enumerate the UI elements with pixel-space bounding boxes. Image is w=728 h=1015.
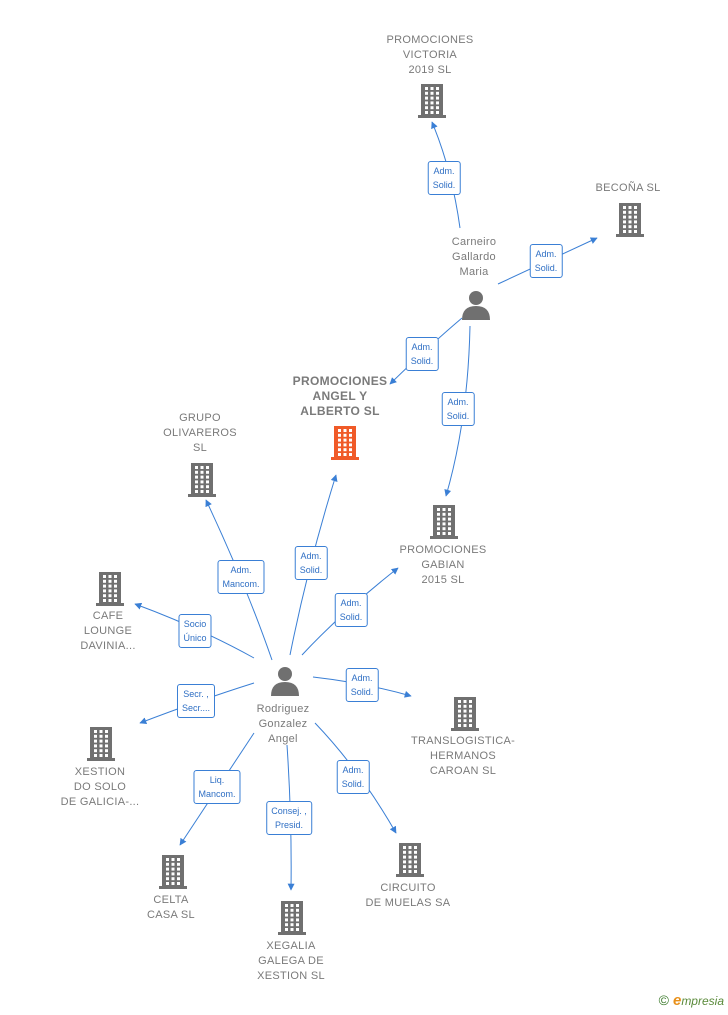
edge-label-rodriguez-to-circuito[interactable]: Adm. Solid.	[336, 760, 370, 794]
edge-label-carneiro-to-promociones_gabian[interactable]: Adm. Solid.	[441, 392, 475, 426]
node-label-becona[interactable]: BECOÑA SL	[595, 182, 661, 194]
node-label-promociones-victoria[interactable]: PROMOCIONES VICTORIA 2019 SL	[386, 34, 474, 76]
promociones-victoria-building-icon[interactable]	[418, 84, 446, 118]
brand-logo-letter: e	[672, 992, 682, 1009]
edge-label-rodriguez-to-xegalia[interactable]: Consej. , Presid.	[266, 801, 312, 835]
promociones-gabian-building-icon[interactable]	[430, 505, 458, 539]
node-label-celta-casa[interactable]: CELTA CASA SL	[147, 894, 195, 921]
edge-label-carneiro-to-promociones_victoria[interactable]: Adm. Solid.	[427, 161, 461, 195]
circuito-building-icon[interactable]	[396, 843, 424, 877]
rodriguez-person-icon[interactable]	[271, 667, 299, 696]
edge-label-rodriguez-to-translogistica[interactable]: Adm. Solid.	[345, 668, 379, 702]
copyright-icon: ©	[658, 992, 669, 1008]
node-label-carneiro[interactable]: Carneiro Gallardo Maria	[451, 236, 497, 278]
node-label-xestion-solo[interactable]: XESTION DO SOLO DE GALICIA-...	[60, 766, 140, 808]
brand-name: mpresia	[681, 994, 724, 1008]
grupo-olivareros-building-icon[interactable]	[188, 463, 216, 497]
xegalia-building-icon[interactable]	[278, 901, 306, 935]
node-label-xegalia[interactable]: XEGALIA GALEGA DE XESTION SL	[257, 940, 325, 982]
xestion-solo-building-icon[interactable]	[87, 727, 115, 761]
edge-label-rodriguez-to-promociones_gabian[interactable]: Adm. Solid.	[334, 593, 368, 627]
node-label-promociones-gabian[interactable]: PROMOCIONES GABIAN 2015 SL	[399, 544, 487, 586]
edge-label-rodriguez-to-grupo_olivareros[interactable]: Adm. Mancom.	[217, 560, 265, 594]
node-label-promociones-angel[interactable]: PROMOCIONES ANGEL Y ALBERTO SL	[292, 374, 388, 418]
edge-label-rodriguez-to-cafe_lounge[interactable]: Socio Único	[178, 614, 212, 648]
carneiro-person-icon[interactable]	[462, 291, 490, 320]
translogistica-building-icon[interactable]	[451, 697, 479, 731]
node-label-translogistica[interactable]: TRANSLOGISTICA- HERMANOS CAROAN SL	[410, 735, 516, 777]
cafe-lounge-building-icon[interactable]	[96, 572, 124, 606]
node-label-rodriguez[interactable]: Rodriguez Gonzalez Angel	[256, 703, 310, 745]
edge-label-rodriguez-to-xestion_solo[interactable]: Secr. , Secr....	[176, 684, 216, 718]
edge-label-rodriguez-to-promociones_angel[interactable]: Adm. Solid.	[294, 546, 328, 580]
celta-casa-building-icon[interactable]	[159, 855, 187, 889]
empresia-brand[interactable]: ©empresia	[659, 992, 724, 1009]
promociones-angel-building-icon[interactable]	[331, 426, 359, 460]
node-label-grupo-olivareros[interactable]: GRUPO OLIVAREROS SL	[163, 412, 237, 454]
edge-label-rodriguez-to-celta_casa[interactable]: Liq. Mancom.	[193, 770, 241, 804]
node-label-cafe-lounge[interactable]: CAFE LOUNGE DAVINIA...	[80, 610, 136, 652]
becona-building-icon[interactable]	[616, 203, 644, 237]
edge-label-carneiro-to-promociones_angel[interactable]: Adm. Solid.	[405, 337, 439, 371]
node-label-circuito[interactable]: CIRCUITO DE MUELAS SA	[365, 882, 451, 909]
edge-label-carneiro-to-becona[interactable]: Adm. Solid.	[529, 244, 563, 278]
